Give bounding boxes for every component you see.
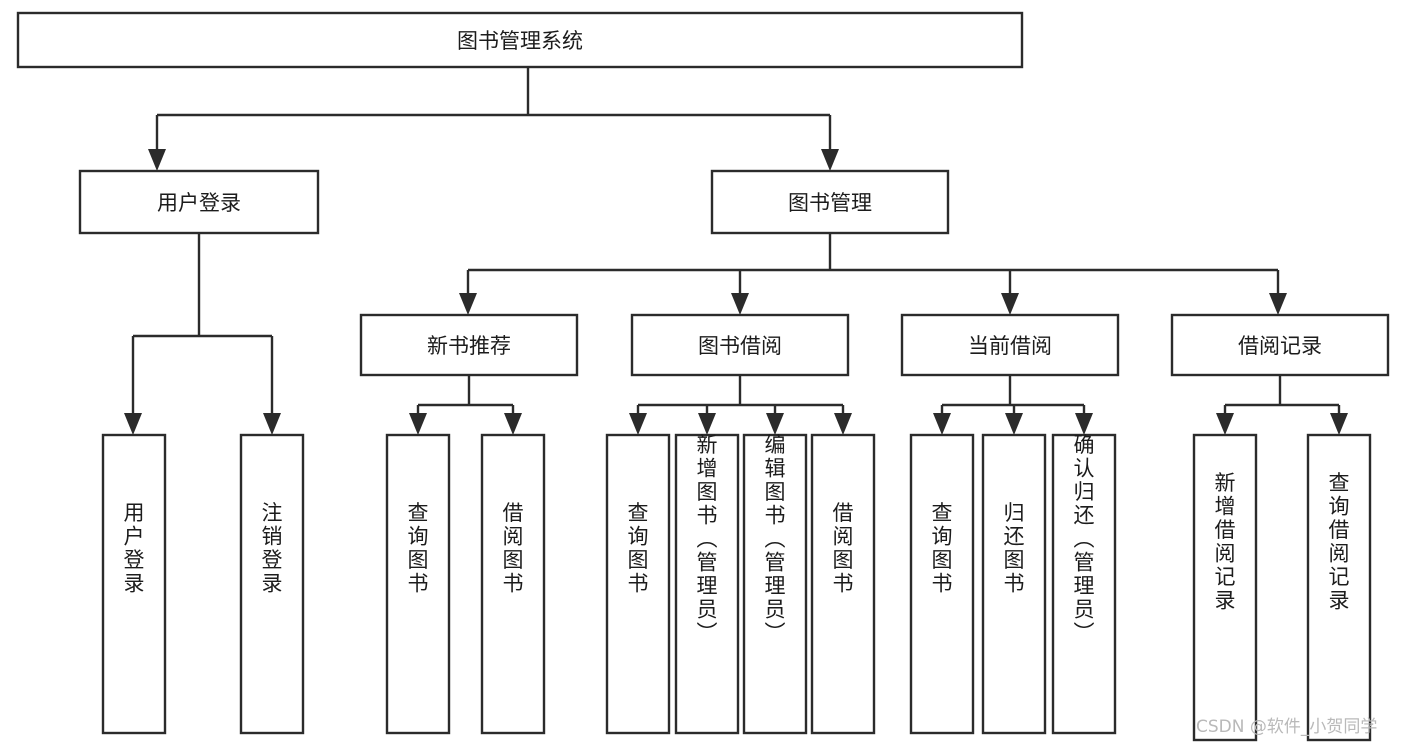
node-leaf-query-book-2[interactable]: 查询图书 [605,433,671,735]
node-box-leaf-borrow-book-1 [480,433,546,735]
node-book-manage[interactable]: 图书管理 [710,169,950,235]
node-label-user-login: 用户登录 [157,191,241,215]
node-root[interactable]: 图书管理系统 [16,11,1024,69]
node-box-leaf-edit-book [742,433,808,735]
node-box-user-login [78,169,320,235]
node-new-book-recommend[interactable]: 新书推荐 [359,313,579,377]
node-box-book-borrow [630,313,850,377]
leaf-drop-4-arrowhead [766,413,784,435]
node-leaf-query-book-3[interactable]: 查询图书 [909,433,975,735]
csdn-watermark: CSDN @软件_小贺同学 [1196,717,1377,737]
node-box-leaf-query-book-2 [605,433,671,735]
book-manage-drop-0-arrowhead [459,293,477,315]
node-label-leaf-borrow-book-2: 借阅图书 [833,501,854,596]
book-manage-drop-2-arrowhead [1001,293,1019,315]
node-label-leaf-confirm-return: 确认归还︵管理员︶ [1074,433,1095,645]
node-box-leaf-confirm-return [1051,433,1117,735]
node-label-book-manage: 图书管理 [788,191,872,215]
node-label-leaf-user-logout: 注销登录 [262,501,283,596]
node-box-root [16,11,1024,69]
node-box-leaf-add-record [1192,433,1258,742]
leaf-drop-1-arrowhead [504,413,522,435]
leaf-drop-2-arrowhead [629,413,647,435]
node-label-leaf-return-book: 归还图书 [1004,501,1025,596]
node-label-new-book-recommend: 新书推荐 [427,334,511,358]
book-manage-drop-1-arrowhead [731,293,749,315]
leaf-drop-10-arrowhead [1330,413,1348,435]
node-leaf-add-book[interactable]: 新增图书︵管理员︶ [674,433,740,735]
connectors-layer [124,67,1348,435]
node-leaf-user-logout[interactable]: 注销登录 [239,433,305,735]
node-label-leaf-add-book: 新增图书︵管理员︶ [697,433,718,645]
node-book-borrow[interactable]: 图书借阅 [630,313,850,377]
node-box-leaf-query-book-1 [385,433,451,735]
node-label-root: 图书管理系统 [457,29,583,53]
book-manage-drop-3-arrowhead [1269,293,1287,315]
node-label-leaf-edit-book: 编辑图书︵管理员︶ [765,433,786,645]
node-leaf-edit-book[interactable]: 编辑图书︵管理员︶ [742,433,808,735]
node-box-current-borrow [900,313,1120,377]
node-label-leaf-query-record: 查询借阅记录 [1329,471,1350,613]
node-leaf-user-login[interactable]: 用户登录 [101,433,167,735]
leaf-drop-6-arrowhead [933,413,951,435]
root-drop-1-arrowhead [821,149,839,171]
node-box-book-manage [710,169,950,235]
node-leaf-query-book-1[interactable]: 查询图书 [385,433,451,735]
node-borrow-record[interactable]: 借阅记录 [1170,313,1390,377]
node-current-borrow[interactable]: 当前借阅 [900,313,1120,377]
node-label-borrow-record: 借阅记录 [1238,334,1322,358]
node-user-login[interactable]: 用户登录 [78,169,320,235]
node-leaf-confirm-return[interactable]: 确认归还︵管理员︶ [1051,433,1117,735]
node-box-leaf-add-book [674,433,740,735]
node-label-leaf-add-record: 新增借阅记录 [1215,471,1236,613]
node-label-leaf-query-book-2: 查询图书 [628,501,649,596]
node-label-leaf-query-book-1: 查询图书 [408,501,429,596]
node-box-borrow-record [1170,313,1390,377]
user-login-drop-1-arrowhead [263,413,281,435]
root-drop-0-arrowhead [148,149,166,171]
node-label-current-borrow: 当前借阅 [968,334,1052,358]
node-box-leaf-return-book [981,433,1047,735]
node-label-leaf-borrow-book-1: 借阅图书 [503,501,524,596]
leaf-drop-8-arrowhead [1075,413,1093,435]
node-box-leaf-query-book-3 [909,433,975,735]
leaf-drop-5-arrowhead [834,413,852,435]
node-label-book-borrow: 图书借阅 [698,334,782,358]
node-leaf-borrow-book-2[interactable]: 借阅图书 [810,433,876,735]
node-leaf-borrow-book-1[interactable]: 借阅图书 [480,433,546,735]
leaf-drop-9-arrowhead [1216,413,1234,435]
node-box-leaf-borrow-book-2 [810,433,876,735]
node-box-leaf-query-record [1306,433,1372,742]
leaf-drop-7-arrowhead [1005,413,1023,435]
node-box-new-book-recommend [359,313,579,377]
node-leaf-return-book[interactable]: 归还图书 [981,433,1047,735]
leaf-drop-3-arrowhead [698,413,716,435]
node-box-leaf-user-logout [239,433,305,735]
leaf-drop-0-arrowhead [409,413,427,435]
node-leaf-query-record[interactable]: 查询借阅记录 [1306,433,1372,742]
node-label-leaf-user-login: 用户登录 [124,501,145,596]
user-login-drop-0-arrowhead [124,413,142,435]
node-leaf-add-record[interactable]: 新增借阅记录 [1192,433,1258,742]
node-label-leaf-query-book-3: 查询图书 [932,501,953,596]
nodes-layer: 图书管理系统用户登录图书管理新书推荐图书借阅当前借阅借阅记录用户登录注销登录查询… [16,11,1390,742]
node-box-leaf-user-login [101,433,167,735]
